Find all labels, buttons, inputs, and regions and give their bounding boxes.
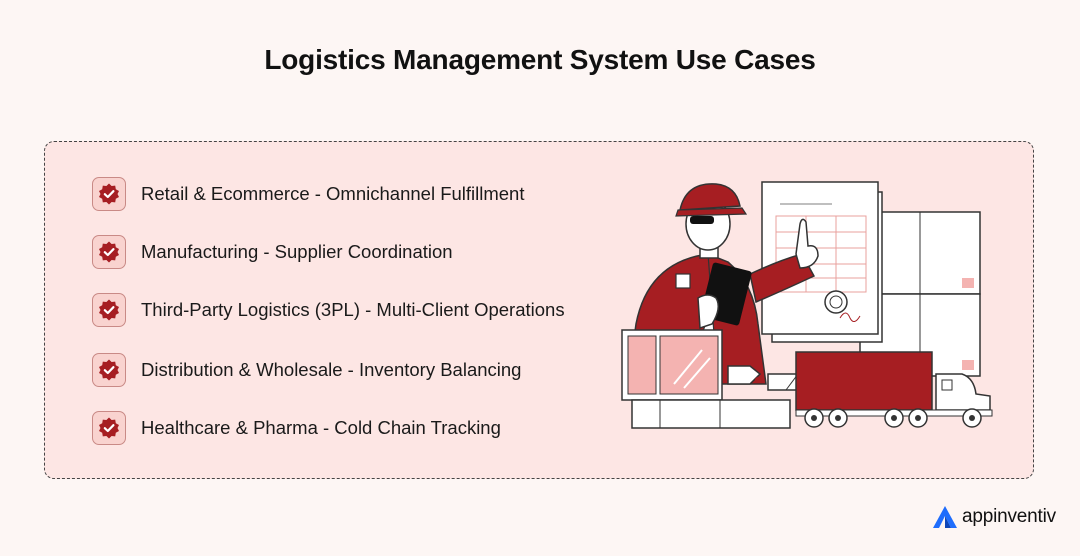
check-badge-icon <box>92 235 126 269</box>
check-badge-icon <box>92 411 126 445</box>
brand-name: appinventiv <box>962 506 1056 527</box>
use-case-label: Retail & Ecommerce - Omnichannel Fulfill… <box>141 183 525 204</box>
use-case-label: Third-Party Logistics (3PL) - Multi-Clie… <box>141 299 565 320</box>
list-item: Retail & Ecommerce - Omnichannel Fulfill… <box>92 176 525 212</box>
page-title: Logistics Management System Use Cases <box>264 44 816 75</box>
logistics-illustration <box>621 181 993 429</box>
brand-logo: appinventiv <box>932 505 1056 529</box>
check-badge-icon <box>92 353 126 387</box>
list-item: Manufacturing - Supplier Coordination <box>92 234 453 270</box>
list-item: Distribution & Wholesale - Inventory Bal… <box>92 352 521 388</box>
use-case-label: Manufacturing - Supplier Coordination <box>141 241 453 262</box>
list-item: Third-Party Logistics (3PL) - Multi-Clie… <box>92 292 565 328</box>
use-case-label: Distribution & Wholesale - Inventory Bal… <box>141 359 522 380</box>
appinventiv-logo-icon <box>933 506 957 528</box>
check-badge-icon <box>92 177 126 211</box>
list-item: Healthcare & Pharma - Cold Chain Trackin… <box>92 410 501 446</box>
check-badge-icon <box>92 293 126 327</box>
use-case-label: Healthcare & Pharma - Cold Chain Trackin… <box>141 417 501 438</box>
